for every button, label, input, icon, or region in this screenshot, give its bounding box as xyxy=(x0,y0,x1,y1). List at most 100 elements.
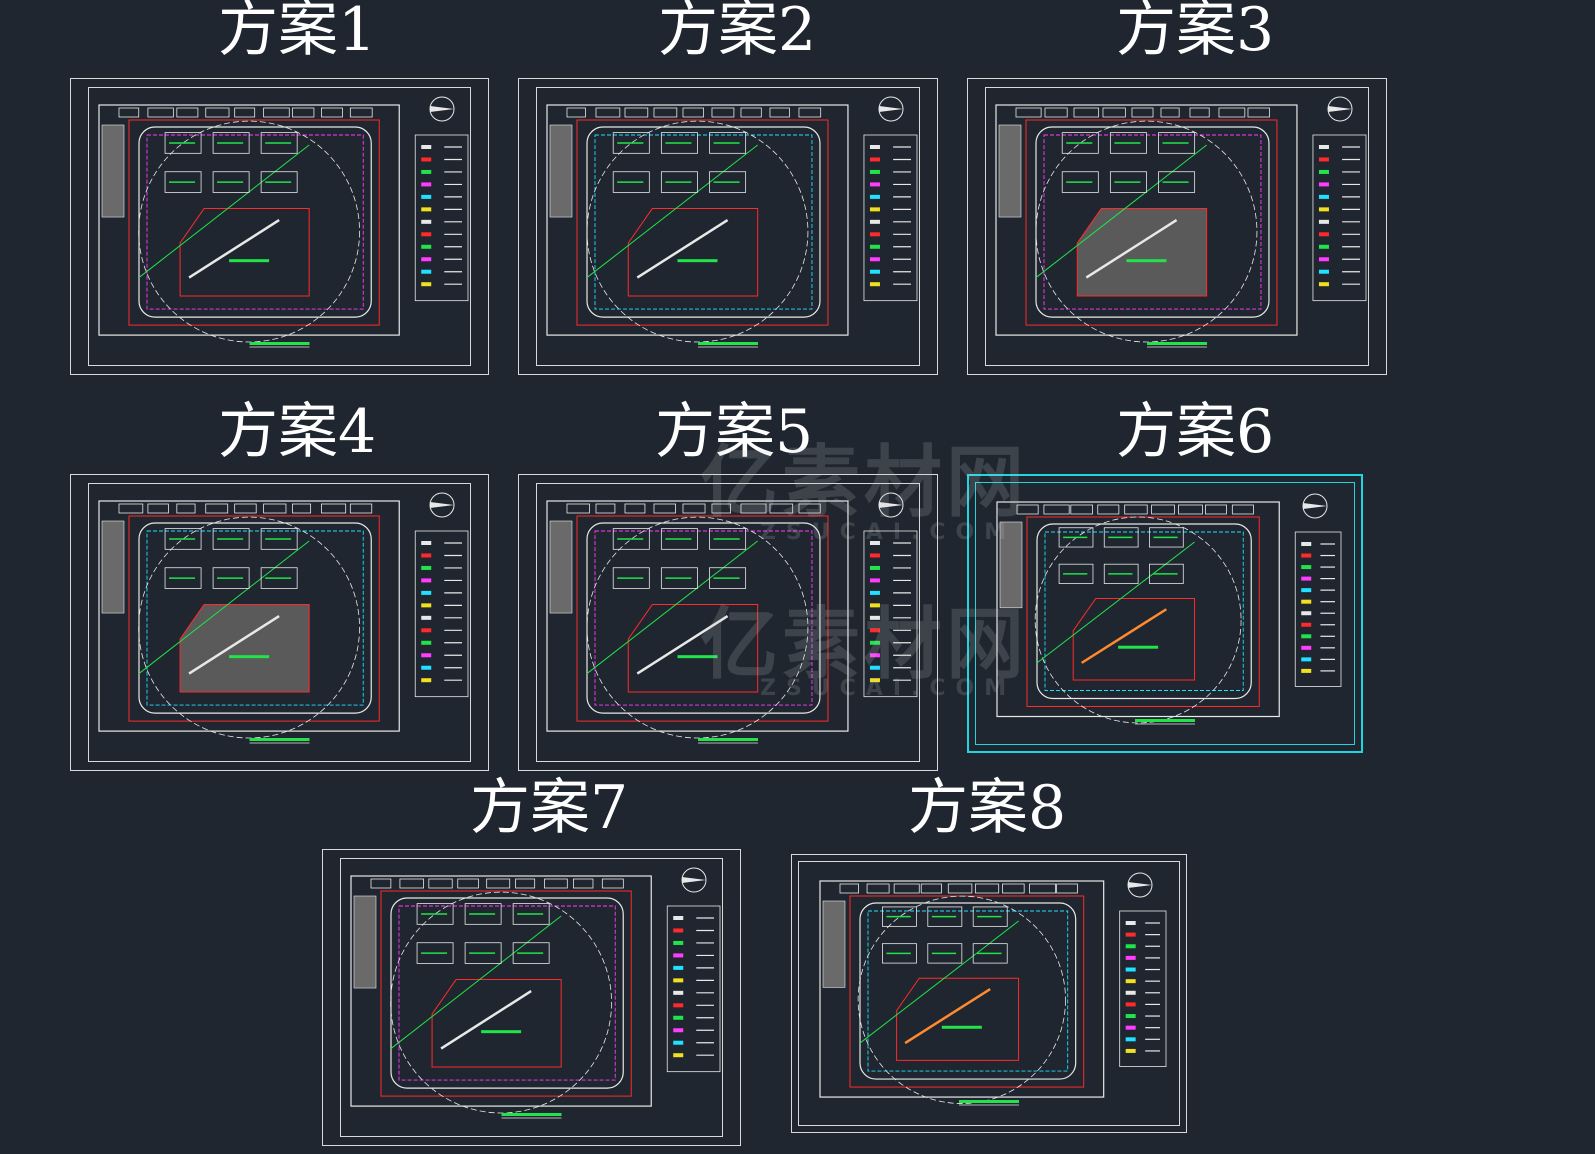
legend-symbol xyxy=(421,257,432,262)
hatched-area xyxy=(822,900,846,988)
legend-symbol xyxy=(869,219,880,224)
legend-symbol xyxy=(421,145,432,149)
temporary-office xyxy=(1158,132,1196,154)
temporary-office xyxy=(882,906,917,927)
temporary-office xyxy=(972,906,1008,927)
legend-symbol xyxy=(1301,542,1312,546)
legend-symbol xyxy=(421,590,432,595)
legend-box xyxy=(863,134,918,302)
legend-symbol xyxy=(1318,194,1329,199)
plan-sheet-3[interactable] xyxy=(967,78,1387,375)
temporary-office xyxy=(1061,132,1099,154)
hatched-area xyxy=(353,895,377,989)
legend-symbol xyxy=(421,232,432,237)
plan-sheet-6[interactable] xyxy=(967,474,1363,753)
site-building xyxy=(974,883,1000,894)
plan-sheet-7[interactable] xyxy=(322,849,741,1146)
legend-symbol xyxy=(869,169,880,174)
legend-symbol xyxy=(1125,944,1136,949)
legend-symbol xyxy=(869,565,880,570)
site-building xyxy=(1029,883,1056,894)
drawing-title-mark xyxy=(698,738,758,741)
site-building xyxy=(349,503,373,514)
legend-symbol xyxy=(1301,622,1312,627)
legend-box xyxy=(414,134,469,302)
legend-symbol xyxy=(673,1053,684,1058)
site-building xyxy=(321,503,347,514)
temporary-office xyxy=(260,567,298,589)
building-footprint xyxy=(627,208,759,297)
building-label-mark xyxy=(229,655,270,659)
plan-sheet-8[interactable] xyxy=(791,854,1187,1133)
hatched-area xyxy=(999,521,1023,609)
legend-symbol xyxy=(1125,932,1136,937)
legend-symbol xyxy=(421,628,432,633)
legend-symbol xyxy=(1318,219,1329,224)
temporary-office xyxy=(1158,171,1196,193)
temporary-office xyxy=(972,943,1008,964)
site-plan-drawing xyxy=(546,492,918,744)
temporary-office xyxy=(1109,171,1147,193)
site-building xyxy=(1218,107,1246,118)
utility-line xyxy=(146,530,364,706)
building-footprint xyxy=(179,208,310,297)
site-building xyxy=(769,107,790,118)
site-building xyxy=(263,107,290,118)
temporary-office xyxy=(660,567,698,589)
building-label-mark xyxy=(229,259,270,263)
north-arrow-needle xyxy=(682,877,706,883)
drawing-title-mark xyxy=(249,342,310,345)
legend-symbol xyxy=(869,653,880,658)
plan-sheet-5[interactable] xyxy=(518,474,938,771)
pipe-line xyxy=(138,144,310,278)
legend-symbol xyxy=(869,553,880,558)
legend-symbol xyxy=(673,965,684,970)
site-fence xyxy=(849,895,1085,1088)
legend-symbol xyxy=(1318,207,1329,212)
legend-symbol xyxy=(1318,182,1329,187)
building-label-mark xyxy=(1126,259,1167,263)
legend-symbol xyxy=(1125,1014,1136,1019)
site-building xyxy=(349,107,373,118)
pipe-line xyxy=(586,144,758,278)
sheet-frame xyxy=(536,87,920,366)
plan-title-5: 方案5 xyxy=(655,397,814,467)
site-building xyxy=(624,107,649,118)
building-footprint xyxy=(431,979,562,1068)
legend-symbol xyxy=(1301,553,1312,558)
legend-box xyxy=(1119,910,1167,1067)
temporary-office xyxy=(927,943,963,964)
site-building xyxy=(740,503,767,514)
legend-symbol xyxy=(1125,1048,1136,1053)
plan-sheet-1[interactable] xyxy=(70,78,489,375)
site-fence xyxy=(128,119,380,326)
temporary-office xyxy=(212,132,250,154)
legend-box xyxy=(863,530,918,698)
legend-symbol xyxy=(869,578,880,583)
crane-radius xyxy=(1035,120,1258,343)
legend-symbol xyxy=(421,640,432,645)
temporary-office xyxy=(464,903,502,925)
temporary-office xyxy=(660,528,698,550)
legend-symbol xyxy=(1318,282,1329,287)
pipe-line xyxy=(1036,541,1195,664)
crane-boom xyxy=(440,989,532,1050)
site-building xyxy=(428,878,453,889)
plan-sheet-2[interactable] xyxy=(518,78,938,375)
building-label-mark xyxy=(941,1025,982,1029)
pipe-line xyxy=(859,920,1019,1044)
site-building xyxy=(573,878,594,889)
legend-symbol xyxy=(869,541,880,545)
site-building xyxy=(1016,504,1039,515)
site-building xyxy=(1205,504,1227,515)
building-footprint xyxy=(179,604,310,693)
north-arrow-needle xyxy=(430,502,454,508)
plan-sheet-4[interactable] xyxy=(70,474,489,771)
pipe-line xyxy=(586,540,758,674)
legend-symbol xyxy=(869,244,880,249)
utility-line xyxy=(594,134,813,310)
legend-symbol xyxy=(673,940,684,945)
site-plan-drawing xyxy=(995,96,1367,348)
site-road xyxy=(1035,126,1270,318)
temporary-office xyxy=(1058,563,1094,584)
